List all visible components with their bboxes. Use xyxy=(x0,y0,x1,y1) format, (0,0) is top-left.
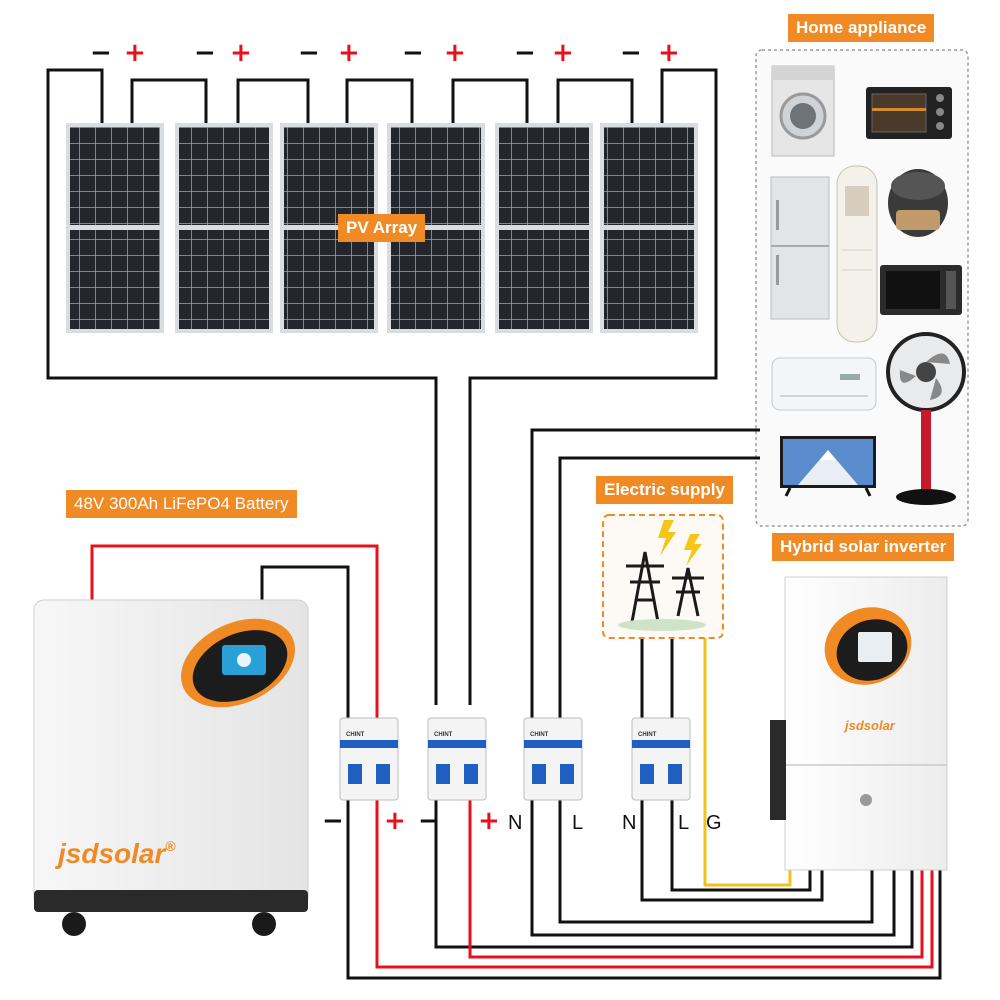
breaker-terminal-grid-n: N xyxy=(622,812,637,834)
refrigerator-icon xyxy=(770,176,830,320)
microwave-icon xyxy=(880,265,962,315)
breaker-terminal-load-n: N xyxy=(508,812,523,834)
pv-array xyxy=(66,123,698,333)
breaker-brand-4: CHINT xyxy=(638,732,657,738)
pv-terminal-minus-6: − xyxy=(620,38,642,68)
pv-terminal-plus-4: + xyxy=(444,38,466,68)
pv-terminal-plus-2: + xyxy=(230,38,252,68)
battery-brand-name: jsdsolar xyxy=(58,838,166,869)
battery-brand-logo: jsdsolar® xyxy=(58,838,176,870)
pv-to-inverter-wiring xyxy=(434,800,924,959)
breaker-terminal-ground-g: G xyxy=(706,812,722,834)
breaker-terminal-battery-minus: − xyxy=(322,806,344,836)
solar-panel-5 xyxy=(495,123,593,333)
battery-label: 48V 300Ah LiFePO4 Battery xyxy=(66,490,297,518)
electric-supply xyxy=(602,514,724,639)
inverter-label: Hybrid solar inverter xyxy=(772,533,955,561)
breaker-group-2 xyxy=(427,717,487,801)
home-appliance-label: Home appliance xyxy=(788,14,935,42)
solar-panel-6 xyxy=(600,123,698,333)
breaker-brand-1: CHINT xyxy=(346,732,365,738)
pv-terminal-minus-5: − xyxy=(514,38,536,68)
pv-terminal-minus-4: − xyxy=(402,38,424,68)
battery-brand-mark: ® xyxy=(165,838,176,854)
breaker-brand-labels: CHINT CHINT CHINT CHINT xyxy=(346,732,657,738)
inverter-brand-logo: jsdsolar xyxy=(845,718,895,733)
breaker-brand-2: CHINT xyxy=(434,732,453,738)
ac-output-wiring xyxy=(530,428,896,937)
pv-terminal-minus-3: − xyxy=(298,38,320,68)
pv-series-wiring xyxy=(46,68,718,705)
hybrid-inverter xyxy=(770,576,948,871)
breaker-terminal-battery-plus: + xyxy=(384,806,406,836)
pv-terminal-minus-2: − xyxy=(194,38,216,68)
oven-icon xyxy=(866,87,952,139)
solar-panel-1 xyxy=(66,123,164,333)
electric-fan-icon xyxy=(886,332,966,505)
rice-cooker-icon xyxy=(888,169,948,237)
pv-terminal-plus-6: + xyxy=(658,38,680,68)
pv-terminal-minus-1: − xyxy=(90,38,112,68)
lightning-icon xyxy=(658,520,702,566)
breaker-terminal-grid-l: L xyxy=(678,812,690,834)
transmission-tower-icon xyxy=(626,551,704,623)
battery-wheels xyxy=(62,912,276,936)
inverter-brand-name: jsdsolar xyxy=(845,718,895,733)
breaker-group-3 xyxy=(523,717,583,801)
inverter-switch xyxy=(860,794,872,806)
pv-terminal-plus-5: + xyxy=(552,38,574,68)
television-icon xyxy=(780,436,876,497)
air-conditioner-icon xyxy=(771,357,877,411)
breaker-terminal-load-l: L xyxy=(572,812,584,834)
breaker-group-1 xyxy=(339,717,399,801)
pv-array-label: PV Array xyxy=(338,214,426,242)
air-conditioner-cabinet-icon xyxy=(836,165,878,343)
pv-terminal-plus-3: + xyxy=(338,38,360,68)
ground-patch xyxy=(618,619,706,631)
home-appliance-panel xyxy=(755,49,969,527)
solar-panel-3 xyxy=(280,123,378,333)
breaker-terminal-pv-plus: + xyxy=(478,806,500,836)
breaker-group-4 xyxy=(631,717,691,801)
solar-panel-2 xyxy=(175,123,273,333)
breaker-brand-3: CHINT xyxy=(530,732,549,738)
pv-terminal-plus-1: + xyxy=(124,38,146,68)
electric-supply-label: Electric supply xyxy=(596,476,733,504)
breaker-terminal-pv-minus: − xyxy=(418,806,440,836)
washing-machine-icon xyxy=(771,65,835,157)
lifepo4-battery xyxy=(33,599,309,936)
inverter-display xyxy=(824,607,912,685)
battery-display xyxy=(181,618,295,708)
